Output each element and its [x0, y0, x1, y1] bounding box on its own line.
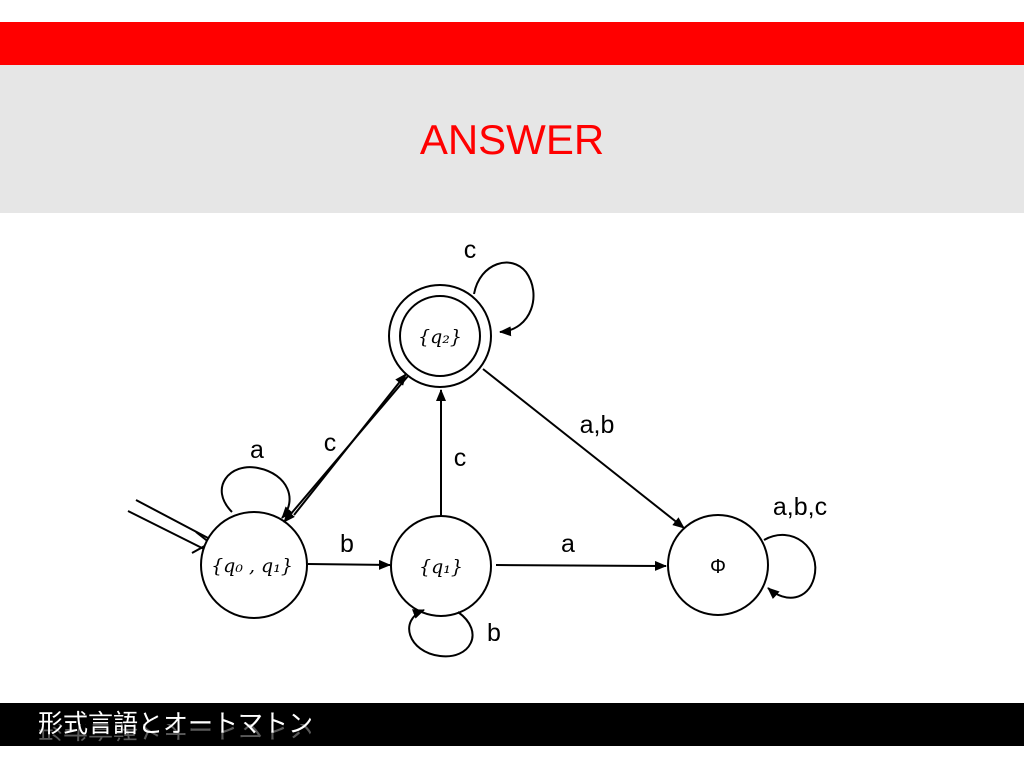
footer-title-reflection: 形式言語とオートマトン — [38, 724, 314, 743]
top-accent-bar — [0, 22, 1024, 65]
state-q0q1: {q₀ , q₁} — [200, 511, 308, 619]
transition-label: c — [324, 429, 337, 457]
footer-bar — [0, 703, 1024, 746]
transition-label: a — [250, 436, 264, 464]
transition-label: c — [454, 444, 467, 472]
transition-label: b — [340, 530, 354, 558]
state-label: {q₀ , q₁} — [211, 555, 293, 577]
state-label: Φ — [710, 556, 726, 578]
slide-title: ANSWER — [419, 116, 605, 163]
transition-q1-c-q2: c — [436, 389, 467, 516]
transition-label: a,b,c — [773, 493, 827, 521]
state-label: {q₁} — [419, 556, 463, 578]
title-band — [0, 65, 1024, 213]
transition-q0q1-c-q2: c — [283, 373, 409, 523]
state-label: {q₂} — [418, 326, 462, 348]
transition-q0q1-a-loop: a — [220, 436, 294, 519]
transition-label: a — [561, 530, 575, 558]
transition-q1-a-phi: a — [495, 530, 667, 571]
transition-label: c — [464, 236, 477, 264]
initial-arrow — [127, 499, 211, 554]
transition-q2-c-loop: c — [464, 236, 535, 337]
transition-phi-abc-loop: a,b,c — [763, 493, 827, 600]
transition-label: a,b — [580, 411, 615, 439]
state-q1: {q₁} — [390, 515, 492, 617]
footer-title: 形式言語とオートマトン — [38, 709, 314, 738]
transition-q0q1-b-q1: b — [307, 530, 391, 570]
transition-q1-b-loop: b — [408, 609, 501, 658]
transition-label: b — [487, 619, 501, 647]
state-phi: Φ — [667, 514, 769, 616]
transition-q2-ab-phi: a,b — [482, 368, 685, 529]
state-q2: {q₂} — [388, 284, 492, 388]
